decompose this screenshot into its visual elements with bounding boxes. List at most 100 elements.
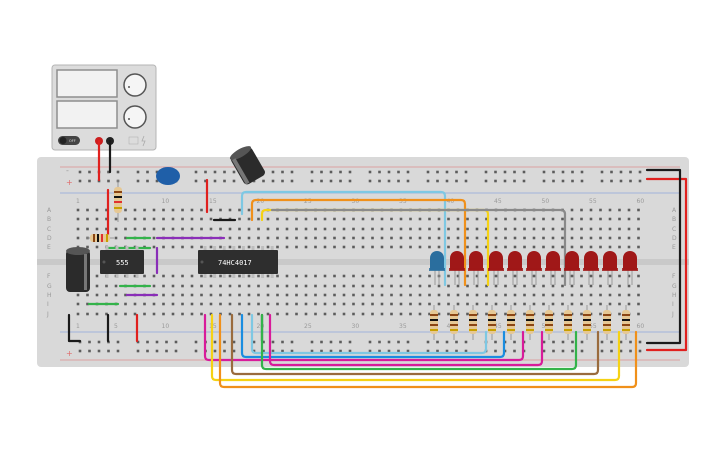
rail-hole[interactable] [88, 170, 91, 174]
rail-hole[interactable] [252, 349, 256, 353]
breadboard-hole[interactable] [238, 208, 241, 212]
breadboard-hole[interactable] [238, 245, 241, 249]
breadboard-hole[interactable] [570, 274, 574, 278]
breadboard-hole[interactable] [390, 293, 393, 297]
breadboard-hole[interactable] [238, 236, 241, 240]
breadboard-hole[interactable] [570, 284, 574, 288]
breadboard-hole[interactable] [580, 217, 583, 221]
breadboard-hole[interactable] [352, 227, 355, 231]
rail-hole[interactable] [368, 349, 372, 353]
breadboard-hole[interactable] [285, 312, 289, 316]
rail-hole[interactable] [464, 340, 468, 344]
breadboard-hole[interactable] [494, 227, 498, 231]
breadboard-hole[interactable] [114, 227, 118, 231]
rail-hole[interactable] [571, 179, 574, 183]
breadboard-hole[interactable] [219, 284, 222, 288]
breadboard-hole[interactable] [542, 217, 545, 221]
breadboard-hole[interactable] [599, 274, 602, 278]
breadboard-hole[interactable] [86, 302, 89, 306]
breadboard-hole[interactable] [532, 274, 536, 278]
breadboard-hole[interactable] [238, 302, 241, 306]
rail-hole[interactable] [232, 340, 236, 344]
breadboard-hole[interactable] [371, 236, 374, 240]
breadboard-hole[interactable] [532, 227, 536, 231]
rail-hole[interactable] [513, 170, 516, 174]
rail-hole[interactable] [146, 170, 149, 174]
breadboard-hole[interactable] [418, 293, 422, 297]
rail-hole[interactable] [542, 179, 546, 183]
breadboard-hole[interactable] [504, 312, 507, 316]
breadboard-hole[interactable] [542, 284, 545, 288]
breadboard-hole[interactable] [143, 274, 146, 278]
breadboard-hole[interactable] [561, 284, 564, 288]
breadboard-hole[interactable] [124, 227, 127, 231]
breadboard-hole[interactable] [437, 236, 441, 240]
breadboard-hole[interactable] [380, 236, 384, 240]
breadboard-hole[interactable] [371, 312, 374, 316]
breadboard-hole[interactable] [314, 227, 317, 231]
breadboard-hole[interactable] [285, 236, 289, 240]
breadboard-hole[interactable] [209, 284, 213, 288]
breadboard-hole[interactable] [589, 274, 593, 278]
breadboard-hole[interactable] [437, 245, 441, 249]
rail-hole[interactable] [165, 340, 168, 344]
chip-74hc4017[interactable]: 74HC4017 [198, 250, 278, 274]
rail-hole[interactable] [107, 349, 110, 353]
rail-hole[interactable] [329, 179, 333, 183]
breadboard-hole[interactable] [371, 284, 374, 288]
breadboard-hole[interactable] [190, 274, 194, 278]
breadboard-hole[interactable] [513, 245, 517, 249]
breadboard-hole[interactable] [247, 217, 251, 221]
breadboard-hole[interactable] [627, 245, 631, 249]
breadboard-hole[interactable] [304, 217, 308, 221]
breadboard-hole[interactable] [485, 284, 488, 288]
breadboard-hole[interactable] [266, 312, 270, 316]
breadboard-hole[interactable] [314, 293, 317, 297]
breadboard-hole[interactable] [209, 245, 213, 249]
breadboard-hole[interactable] [285, 293, 289, 297]
rail-hole[interactable] [387, 170, 391, 174]
breadboard-hole[interactable] [124, 208, 127, 212]
breadboard-hole[interactable] [551, 245, 555, 249]
breadboard-hole[interactable] [95, 293, 99, 297]
breadboard-hole[interactable] [152, 312, 156, 316]
breadboard-hole[interactable] [371, 274, 374, 278]
breadboard-hole[interactable] [257, 227, 260, 231]
breadboard-hole[interactable] [637, 245, 640, 249]
breadboard-hole[interactable] [352, 274, 355, 278]
breadboard-hole[interactable] [447, 293, 450, 297]
breadboard-hole[interactable] [532, 217, 536, 221]
breadboard-hole[interactable] [181, 208, 184, 212]
rail-hole[interactable] [339, 179, 342, 183]
breadboard-hole[interactable] [513, 302, 517, 306]
breadboard-hole[interactable] [162, 284, 165, 288]
rail-hole[interactable] [262, 349, 265, 353]
rail-hole[interactable] [571, 170, 574, 174]
breadboard-hole[interactable] [437, 293, 441, 297]
breadboard-hole[interactable] [570, 236, 574, 240]
breadboard-hole[interactable] [228, 227, 232, 231]
rail-hole[interactable] [610, 340, 613, 344]
breadboard-hole[interactable] [200, 227, 203, 231]
breadboard-hole[interactable] [409, 274, 412, 278]
breadboard-hole[interactable] [105, 217, 108, 221]
breadboard-hole[interactable] [361, 293, 365, 297]
breadboard-hole[interactable] [257, 274, 260, 278]
breadboard-hole[interactable] [428, 217, 431, 221]
breadboard-hole[interactable] [114, 284, 118, 288]
breadboard-hole[interactable] [76, 236, 80, 240]
breadboard-hole[interactable] [247, 284, 251, 288]
breadboard-hole[interactable] [380, 274, 384, 278]
rail-hole[interactable] [320, 340, 323, 344]
led-red[interactable] [468, 251, 484, 285]
rail-hole[interactable] [406, 179, 410, 183]
rail-hole[interactable] [387, 179, 391, 183]
breadboard-hole[interactable] [513, 217, 517, 221]
breadboard-hole[interactable] [152, 227, 156, 231]
breadboard-hole[interactable] [504, 245, 507, 249]
breadboard-hole[interactable] [304, 284, 308, 288]
rail-hole[interactable] [629, 179, 632, 183]
breadboard-hole[interactable] [200, 208, 203, 212]
breadboard-hole[interactable] [171, 284, 175, 288]
rail-hole[interactable] [262, 179, 265, 183]
